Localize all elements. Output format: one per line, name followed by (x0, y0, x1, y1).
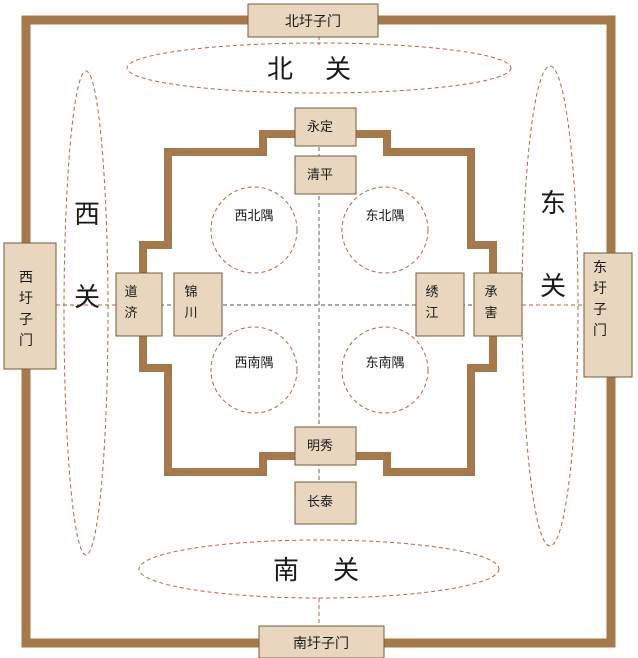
sw-corner-circle (210, 326, 298, 414)
gate-changtai: 长泰 (294, 481, 357, 525)
corner-label-ne: 东北隅 (365, 209, 404, 224)
east-district-char-1: 东 (540, 189, 566, 219)
east-outer-gate-char-3: 子 (593, 302, 607, 318)
north-district-ellipse (126, 42, 512, 94)
west-district-ellipse (63, 70, 109, 556)
east-district-ellipse (521, 65, 579, 547)
north-district-char-2: 关 (325, 55, 351, 85)
east-outer-gate-char-2: 圩 (593, 281, 607, 297)
gate-cheng-char-2: 害 (484, 305, 497, 321)
south-outer-gate: 南圩子门 (258, 625, 385, 658)
se-corner-circle (341, 326, 429, 414)
gate-qingping: 清平 (294, 155, 357, 195)
west-district-char-1: 西 (74, 200, 100, 230)
south-outer-gate-label: 南圩子门 (293, 636, 349, 652)
corner-label-se: 东南隅 (365, 355, 404, 371)
west-outer-gate-char-4: 门 (19, 333, 33, 349)
nw-corner-circle (210, 186, 298, 274)
gate-yongding-label: 永定 (307, 120, 333, 135)
gate-xiujiang: 绣 江 (415, 272, 465, 337)
gate-xiujiang-char-2: 江 (425, 306, 438, 321)
east-outer-gate: 东 圩 子 门 (583, 252, 633, 378)
gate-yongding: 永定 (294, 107, 357, 147)
west-outer-gate-char-3: 子 (19, 312, 33, 328)
gate-jinchuan: 锦 川 (173, 272, 223, 337)
gate-mingxiu: 明秀 (294, 426, 357, 466)
west-outer-gate: 西 圩 子 门 (3, 242, 57, 370)
gate-daoji-char-2: 济 (124, 306, 137, 321)
west-outer-gate-char-2: 圩 (19, 291, 33, 307)
gate-jinchuan-char-2: 川 (184, 306, 197, 321)
gate-qingping-label: 清平 (307, 168, 333, 183)
north-district-char-1: 北 (267, 55, 293, 85)
ne-corner-circle (341, 186, 429, 274)
gate-daoji-char-1: 道 (124, 285, 137, 300)
north-outer-gate-label: 北圩子门 (285, 14, 341, 30)
corner-label-nw: 西北隅 (234, 209, 273, 224)
gate-mingxiu-label: 明秀 (307, 439, 333, 454)
inner-city-wall (139, 130, 497, 476)
gate-jinchuan-char-1: 锦 (184, 285, 197, 300)
gate-xiujiang-char-1: 绣 (425, 285, 438, 300)
gate-cheng-char-1: 承 (484, 285, 497, 300)
east-outer-gate-char-1: 东 (593, 260, 607, 276)
gate-daoji: 道 济 (115, 272, 163, 337)
south-district-ellipse (138, 539, 500, 599)
corner-label-sw: 西南隅 (234, 355, 273, 371)
south-district-char-2: 关 (333, 556, 359, 586)
east-outer-gate-char-4: 门 (593, 323, 607, 339)
south-district-char-1: 南 (273, 556, 299, 586)
west-outer-gate-char-1: 西 (19, 270, 33, 286)
gate-changtai-label: 长泰 (307, 495, 333, 510)
north-outer-gate: 北圩子门 (247, 3, 379, 38)
west-district-char-2: 关 (74, 283, 100, 313)
gate-cheng: 承 害 (473, 272, 523, 337)
east-district-char-2: 关 (540, 272, 566, 302)
